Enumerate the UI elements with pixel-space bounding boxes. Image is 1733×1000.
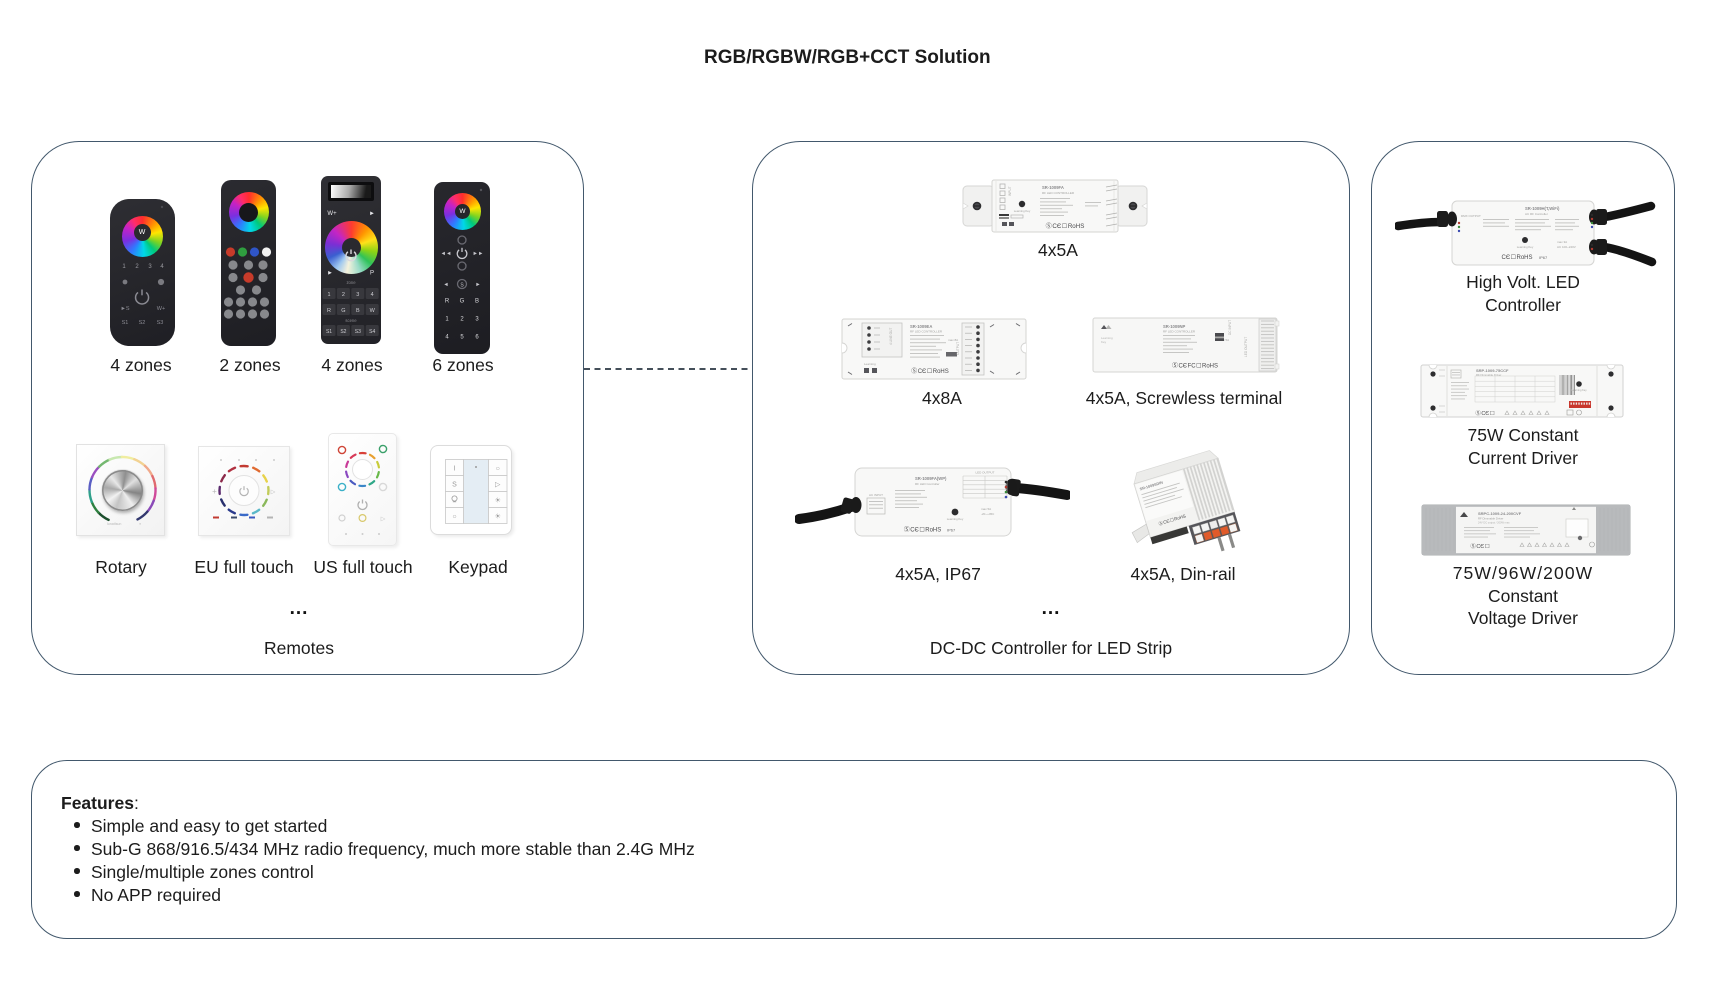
svg-text:▷: ▷ [381, 517, 386, 523]
svg-text:Learning Key: Learning Key [1517, 245, 1534, 249]
svg-text:Ⓢ CЄ ☐ RoHS: Ⓢ CЄ ☐ RoHS [911, 367, 949, 375]
svg-text:►: ► [475, 282, 480, 288]
svg-text:S: S [452, 482, 457, 489]
svg-text:Learning: Learning [1101, 336, 1113, 340]
svg-text:3: 3 [475, 317, 479, 323]
svg-text:►►: ►► [473, 251, 484, 257]
svg-text:4: 4 [160, 264, 164, 270]
svg-text:☀: ☀ [495, 497, 501, 505]
svg-text:Learning Key: Learning Key [947, 517, 964, 521]
svg-text:◄◄: ◄◄ [441, 251, 452, 257]
svg-text:-20~+45C: -20~+45C [981, 512, 995, 516]
svg-text:2: 2 [135, 264, 139, 270]
svg-text:scene: scene [345, 318, 357, 323]
svg-text:Learning: Learning [864, 362, 876, 366]
svg-text:DC INPUT: DC INPUT [1228, 320, 1232, 335]
svg-text:IP67: IP67 [947, 528, 956, 533]
svg-text:S4: S4 [369, 329, 375, 335]
svg-text:max 3A: max 3A [1557, 240, 1567, 244]
svg-text:+: + [212, 487, 217, 496]
svg-text:LED OUTPUT: LED OUTPUT [975, 471, 994, 475]
svg-text:4: 4 [445, 335, 449, 341]
svg-text:3: 3 [148, 264, 152, 270]
svg-text:6: 6 [475, 335, 479, 341]
svg-text:INPUT: INPUT [1008, 186, 1012, 196]
svg-text:○: ○ [496, 466, 500, 473]
svg-text:SR-1009NP: SR-1009NP [1163, 324, 1186, 329]
svg-text:4: 4 [371, 292, 374, 298]
svg-text:2: 2 [460, 317, 464, 323]
svg-text:1: 1 [445, 317, 449, 323]
svg-text:R: R [327, 308, 331, 314]
svg-text:Ⓢ CЄ ☐ RoHS: Ⓢ CЄ ☐ RoHS [1046, 222, 1085, 230]
svg-text:W+: W+ [327, 211, 337, 217]
svg-text:Key: Key [1101, 340, 1107, 344]
svg-text:1: 1 [122, 264, 126, 270]
svg-text:SRPC-1009-24-200CVF: SRPC-1009-24-200CVF [1478, 511, 1522, 516]
svg-text:SRP-1009-75CCF: SRP-1009-75CCF [1476, 368, 1509, 373]
svg-text:LED OUTPUT: LED OUTPUT [1244, 337, 1248, 357]
svg-text:max 5A: max 5A [1219, 338, 1229, 342]
svg-text:B: B [475, 299, 479, 305]
svg-text:RF LED CONTROLLER: RF LED CONTROLLER [1163, 330, 1196, 334]
svg-text:S3: S3 [156, 320, 163, 326]
svg-text:24V DC output / 200W max: 24V DC output / 200W max [1478, 521, 1510, 525]
svg-text:B: B [356, 308, 360, 314]
svg-text:☀: ☀ [495, 513, 501, 521]
svg-text:►: ► [369, 211, 375, 217]
svg-text:○: ○ [452, 514, 456, 521]
svg-text:AC RF Controller: AC RF Controller [1525, 212, 1548, 216]
svg-text:SR-1009EA: SR-1009EA [910, 324, 932, 329]
svg-text:1: 1 [327, 292, 330, 298]
svg-text:●: ● [139, 522, 141, 526]
svg-text:5: 5 [460, 335, 464, 341]
svg-text:RF Dimmable Driver: RF Dimmable Driver [1478, 517, 1503, 521]
svg-text:S3: S3 [355, 329, 361, 335]
svg-text:W: W [370, 308, 376, 314]
svg-text:G: G [460, 299, 465, 305]
svg-text:S1: S1 [121, 320, 128, 326]
svg-text:G: G [341, 308, 345, 314]
svg-text:RF LED CONTROLLER: RF LED CONTROLLER [910, 330, 943, 334]
svg-text:max 8A: max 8A [948, 338, 958, 342]
svg-text:S2: S2 [138, 320, 145, 326]
svg-text:SR-1009SDIN: SR-1009SDIN [1139, 481, 1163, 492]
svg-text:S2: S2 [340, 329, 346, 335]
svg-text:RF LED CONTROLLER: RF LED CONTROLLER [1042, 191, 1075, 195]
svg-text:Ⓢ CЄ ☐: Ⓢ CЄ ☐ [1475, 409, 1494, 417]
svg-text:S1: S1 [326, 329, 332, 335]
svg-text:AC 100~240V: AC 100~240V [1557, 245, 1576, 249]
svg-text:2: 2 [342, 292, 345, 298]
svg-text:OUTPUT: OUTPUT [956, 342, 960, 355]
svg-text:▷: ▷ [271, 490, 276, 496]
svg-text:W+: W+ [156, 306, 164, 312]
svg-text:◄: ◄ [443, 282, 448, 288]
svg-text:lunatlsun: lunatlsun [107, 522, 121, 526]
svg-text:S: S [460, 283, 464, 289]
svg-text:AC INPUT: AC INPUT [869, 493, 883, 497]
svg-text:►S: ►S [120, 306, 129, 312]
svg-text:▷: ▷ [495, 482, 501, 489]
svg-text:RF LED Controller: RF LED Controller [915, 482, 940, 486]
svg-text:SR-1009FA: SR-1009FA [1042, 185, 1064, 190]
svg-text:max 5A: max 5A [981, 507, 991, 511]
svg-text:R: R [445, 299, 450, 305]
svg-text:Learning Key: Learning Key [1571, 388, 1587, 392]
svg-text:Ⓢ CЄ FC ☐ RoHS: Ⓢ CЄ FC ☐ RoHS [1172, 362, 1218, 370]
svg-text:Learning Key: Learning Key [1014, 209, 1031, 213]
svg-text:RF Dimmable Driver: RF Dimmable Driver [1476, 373, 1501, 377]
svg-text:CЄ ☐ RoHS: CЄ ☐ RoHS [1501, 254, 1532, 261]
svg-text:►: ► [327, 271, 333, 277]
svg-text:Ⓢ CЄ ☐: Ⓢ CЄ ☐ [1470, 542, 1489, 550]
svg-text:DMX OUTPUT: DMX OUTPUT [1461, 214, 1481, 218]
svg-text:P: P [370, 271, 374, 277]
svg-text:4 LINE OUT: 4 LINE OUT [889, 328, 893, 345]
svg-text:I: I [454, 466, 456, 473]
svg-text:Ⓢ CЄ ☐ RoHS: Ⓢ CЄ ☐ RoHS [904, 526, 943, 534]
svg-text:zone: zone [346, 280, 356, 285]
svg-text:SR-1009H(T,WiFi): SR-1009H(T,WiFi) [1525, 206, 1560, 211]
svg-text:3: 3 [356, 292, 359, 298]
svg-text:IP67: IP67 [1539, 255, 1548, 260]
svg-text:SR-1009FA(WP): SR-1009FA(WP) [915, 476, 947, 481]
